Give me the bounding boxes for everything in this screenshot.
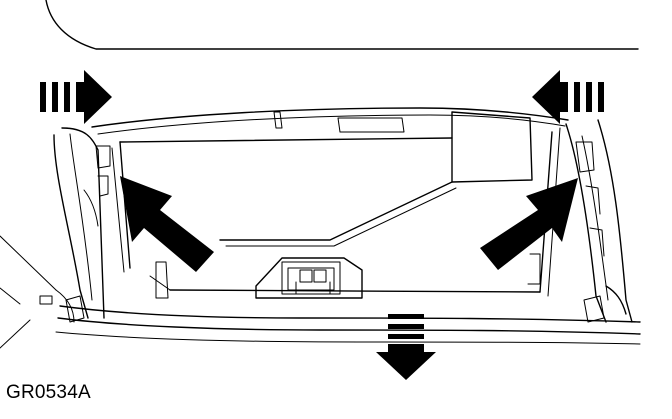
- glove-box-interior: [111, 111, 561, 299]
- pull-down-arrow: [376, 314, 436, 380]
- dashboard-upper-edge: [45, 0, 639, 50]
- lower-left-dash-lines: [0, 235, 75, 349]
- latch-assembly: [255, 257, 363, 299]
- release-tab-right-arrow: [480, 178, 578, 270]
- release-tab-left-arrow: [120, 176, 214, 272]
- push-inward-left-arrow: [40, 70, 112, 124]
- glove-box-door: [53, 107, 641, 345]
- push-inward-right-arrow: [532, 70, 604, 124]
- figure-id-label: GR0534A: [6, 382, 91, 403]
